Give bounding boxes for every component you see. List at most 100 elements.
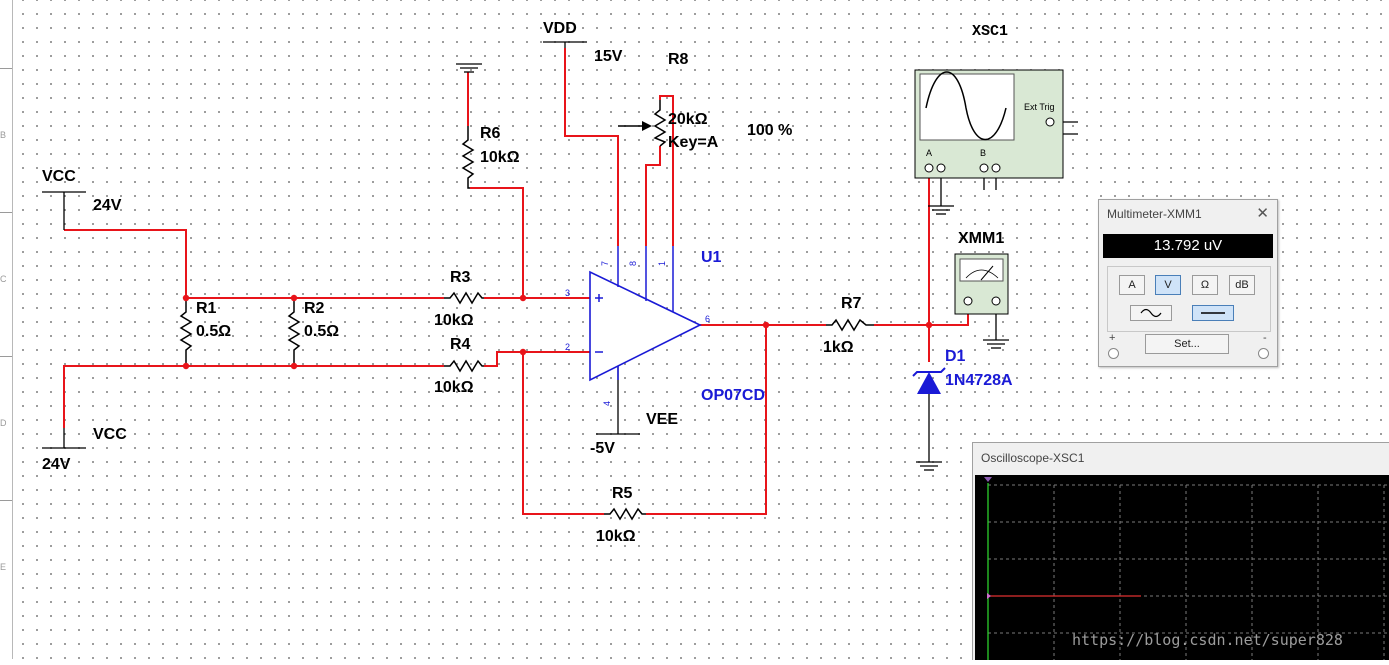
r4-value: 10kΩ xyxy=(434,379,474,396)
set-button[interactable]: Set... xyxy=(1145,334,1229,354)
vcc-bottom-name: VCC xyxy=(93,426,127,443)
r1-value: 0.5Ω xyxy=(196,323,231,340)
d1-name: D1 xyxy=(945,348,966,365)
minus-terminal-label: - xyxy=(1263,332,1267,344)
multimeter-window[interactable]: Multimeter-XMM1 ✕ 13.792 uV A V Ω dB + -… xyxy=(1098,199,1278,367)
wires xyxy=(63,48,969,515)
oscilloscope-window[interactable]: Oscilloscope-XSC1 xyxy=(972,442,1389,660)
xmm1-name: XMM1 xyxy=(958,230,1004,247)
dc-line-icon xyxy=(1201,312,1225,314)
pin-7: 7 xyxy=(600,261,610,266)
ruler-tick xyxy=(0,356,12,357)
oscilloscope-xsc1-icon[interactable] xyxy=(914,69,1064,179)
potentiometer-r8[interactable] xyxy=(653,100,667,147)
pin-2: 2 xyxy=(565,342,570,352)
dc-mode-button[interactable] xyxy=(1192,305,1234,321)
minus-terminal-icon[interactable] xyxy=(1258,348,1269,359)
wire xyxy=(64,229,187,298)
sine-wave-icon xyxy=(1140,308,1162,318)
ruler-label: E xyxy=(0,562,7,572)
oscilloscope-screen xyxy=(975,475,1389,660)
ruler-label: C xyxy=(0,274,7,284)
wire xyxy=(470,187,524,298)
ruler-tick xyxy=(0,500,12,501)
wire xyxy=(645,146,661,246)
u1-part: OP07CD xyxy=(701,387,765,404)
oscilloscope-grid xyxy=(984,477,1389,660)
ruler-tick xyxy=(0,68,12,69)
r2-name: R2 xyxy=(304,300,325,317)
zener-diode-d1[interactable] xyxy=(912,367,946,394)
scope-channel-a-label: A xyxy=(926,148,932,158)
ruler-label: B xyxy=(0,130,7,140)
trace-marker-icon xyxy=(987,593,991,599)
wire xyxy=(564,48,619,246)
plus-terminal-icon[interactable] xyxy=(1108,348,1119,359)
wire xyxy=(659,95,674,246)
scope-channel-b-label: B xyxy=(980,148,986,158)
vee-voltage: -5V xyxy=(590,440,615,457)
component-leads xyxy=(42,41,1078,471)
vdd-voltage: 15V xyxy=(594,48,623,65)
u1-name: U1 xyxy=(701,249,722,266)
pin-1: 1 xyxy=(657,261,667,266)
ext-trig-label: Ext Trig xyxy=(1024,102,1055,112)
pin-3: 3 xyxy=(565,288,570,298)
r8-setting: 100 % xyxy=(747,122,792,139)
pin-4: 4 xyxy=(602,401,612,406)
resistor-r6[interactable] xyxy=(461,126,475,189)
pin-8: 8 xyxy=(628,261,638,266)
cursor-handle-icon[interactable] xyxy=(984,477,992,482)
close-icon[interactable]: ✕ xyxy=(1256,205,1269,222)
junctions xyxy=(182,294,933,370)
oscilloscope-title: Oscilloscope-XSC1 xyxy=(981,451,1085,465)
multimeter-title: Multimeter-XMM1 xyxy=(1107,207,1202,221)
pin-6: 6 xyxy=(705,314,710,324)
r3-value: 10kΩ xyxy=(434,312,474,329)
left-ruler: B C D E xyxy=(0,0,13,659)
mode-ohm-button[interactable]: Ω xyxy=(1192,275,1218,295)
ruler-tick xyxy=(0,212,12,213)
watermark: https://blog.csdn.net/super828 xyxy=(1072,631,1343,649)
resistor-r4[interactable] xyxy=(444,359,484,373)
vdd-name: VDD xyxy=(543,20,577,37)
vcc-bottom-voltage: 24V xyxy=(42,456,71,473)
r5-name: R5 xyxy=(612,485,633,502)
r8-key: Key=A xyxy=(668,134,719,151)
mode-db-button[interactable]: dB xyxy=(1229,275,1255,295)
resistor-r2[interactable] xyxy=(287,298,301,366)
wire xyxy=(63,365,444,428)
vcc-top-name: VCC xyxy=(42,168,76,185)
multimeter-reading: 13.792 uV xyxy=(1103,234,1273,258)
r5-value: 10kΩ xyxy=(596,528,636,545)
resistor-r3[interactable] xyxy=(444,291,484,305)
d1-part: 1N4728A xyxy=(945,372,1013,389)
r2-value: 0.5Ω xyxy=(304,323,339,340)
mode-volt-button[interactable]: V xyxy=(1155,275,1181,295)
r3-name: R3 xyxy=(450,269,471,286)
opamp-u1[interactable] xyxy=(589,246,702,382)
resistor-r1[interactable] xyxy=(179,298,193,366)
mode-ampere-button[interactable]: A xyxy=(1119,275,1145,295)
r4-name: R4 xyxy=(450,336,471,353)
xsc1-name: XSC1 xyxy=(972,23,1008,40)
r7-name: R7 xyxy=(841,295,862,312)
multimeter-controls: A V Ω dB xyxy=(1107,266,1271,332)
resistor-r7[interactable] xyxy=(826,318,874,332)
r8-value: 20kΩ xyxy=(668,111,708,128)
wire xyxy=(646,325,767,515)
vee-name: VEE xyxy=(646,411,678,428)
wire xyxy=(522,352,604,515)
r8-name: R8 xyxy=(668,51,689,68)
vcc-top-voltage: 24V xyxy=(93,197,122,214)
multimeter-xmm1-icon[interactable] xyxy=(954,253,1009,315)
wire xyxy=(484,351,590,367)
resistor-r5[interactable] xyxy=(604,507,646,521)
r1-name: R1 xyxy=(196,300,217,317)
r7-value: 1kΩ xyxy=(823,339,854,356)
r6-name: R6 xyxy=(480,125,501,142)
ac-mode-button[interactable] xyxy=(1130,305,1172,321)
plus-terminal-label: + xyxy=(1109,332,1116,344)
ruler-label: D xyxy=(0,418,7,428)
